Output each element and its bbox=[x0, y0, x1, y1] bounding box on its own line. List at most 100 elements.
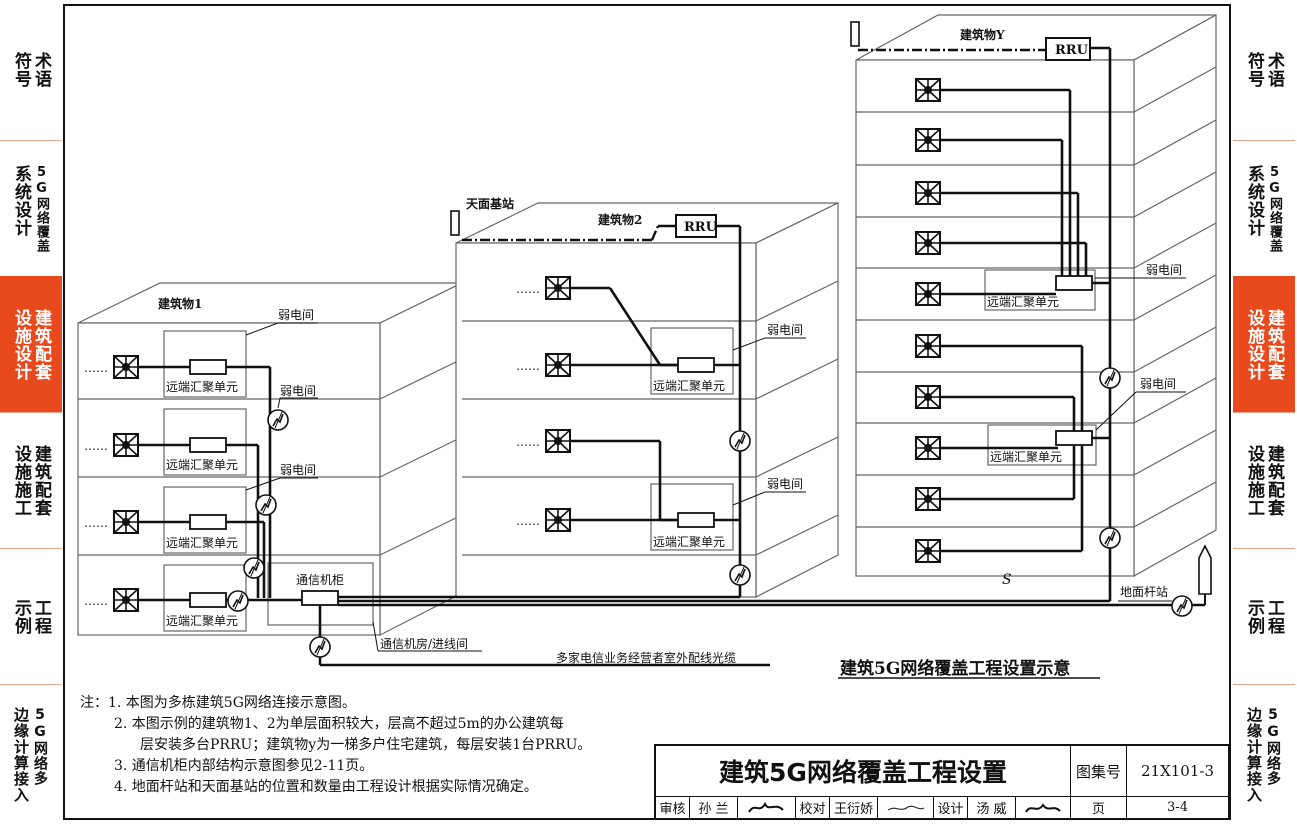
signature-mark bbox=[747, 801, 784, 813]
note-item: 层安装多台PRRU；建筑物y为一梯多户住宅建筑，每层安装1台PRRU。 bbox=[140, 737, 592, 753]
notes-lead: 注： bbox=[80, 695, 108, 711]
side-tab-label: 5G网络覆盖 bbox=[34, 164, 49, 253]
label-remote-unit: 远端汇聚单元 bbox=[653, 379, 725, 393]
label-ground-station: 地面杆站 bbox=[1120, 585, 1168, 599]
side-tab-facility-construction[interactable]: 建筑配套设施施工 bbox=[0, 412, 62, 548]
signature-mark bbox=[887, 805, 924, 811]
side-tab-label: 边缘计算接入 bbox=[12, 706, 30, 803]
label-dots: …… bbox=[84, 439, 108, 453]
label-dots: …… bbox=[84, 361, 108, 375]
side-tab-system-design-right[interactable]: 5G网络覆盖系统设计 bbox=[1233, 140, 1295, 276]
side-tab-label: 符号 bbox=[11, 52, 31, 88]
drawing-title: 建筑5G网络覆盖工程设置 bbox=[656, 746, 1071, 797]
label-remote-unit: 远端汇聚单元 bbox=[990, 450, 1062, 464]
design-label: 设计 bbox=[934, 797, 968, 819]
leader-lines bbox=[245, 277, 1186, 679]
page-number: 3-4 bbox=[1127, 797, 1229, 819]
side-tab-label: 建筑配套 bbox=[1264, 444, 1284, 517]
notes: 注：1. 本图为多栋建筑5G网络连接示意图。 2. 本图示例的建筑物1、2为单层… bbox=[80, 693, 591, 798]
side-tab-edge-computing-right[interactable]: 5G网络多边缘计算接入 bbox=[1233, 684, 1295, 824]
prru-icon bbox=[915, 385, 941, 409]
prru-icon bbox=[915, 334, 941, 358]
label-weak-room: 弱电间 bbox=[767, 477, 803, 491]
label-s-mark: S bbox=[1002, 572, 1012, 588]
label-outdoor-cable: 多家电信业务经营者室外配线光缆 bbox=[556, 650, 736, 665]
fiber-cabling bbox=[138, 46, 1205, 667]
note-item: 1. 本图为多栋建筑5G网络连接示意图。 bbox=[108, 695, 356, 711]
page-label: 页 bbox=[1071, 797, 1127, 819]
side-tab-examples[interactable]: 工程示例 bbox=[0, 548, 62, 684]
label-dots: …… bbox=[516, 359, 540, 373]
side-tab-facility-construction-right[interactable]: 建筑配套设施施工 bbox=[1233, 412, 1295, 548]
side-tab-label: 建筑配套 bbox=[1264, 308, 1284, 381]
side-tab-label: 术语 bbox=[1264, 52, 1284, 88]
side-tab-label: 设施施工 bbox=[1244, 444, 1264, 517]
note-item: 3. 通信机柜内部结构示意图参见2-11页。 bbox=[114, 758, 374, 774]
label-dots: …… bbox=[516, 514, 540, 528]
designer-signature bbox=[1016, 797, 1071, 819]
label-rru: RRU bbox=[1055, 43, 1089, 58]
side-tab-symbols[interactable]: 术语符号 bbox=[0, 0, 62, 140]
side-tab-label: 设施设计 bbox=[1244, 308, 1264, 381]
checker-signature bbox=[878, 797, 934, 819]
side-tab-label: 建筑配套 bbox=[31, 444, 51, 517]
side-tab-label: 设施施工 bbox=[11, 444, 31, 517]
prru-icon bbox=[915, 231, 941, 255]
prru-icon bbox=[545, 508, 571, 532]
prru-icon bbox=[915, 539, 941, 563]
label-comm-cabinet: 通信机柜 bbox=[296, 573, 344, 587]
review-label: 审核 bbox=[656, 797, 690, 819]
label-remote-unit: 远端汇聚单元 bbox=[166, 380, 238, 394]
check-label: 校对 bbox=[796, 797, 830, 819]
label-building-2: 建筑物2 bbox=[597, 212, 642, 227]
building-2 bbox=[455, 202, 839, 598]
building-y bbox=[855, 13, 1217, 578]
prru-icon bbox=[915, 128, 941, 152]
label-rru: RRU bbox=[684, 220, 718, 235]
prru-icon bbox=[915, 436, 941, 460]
side-tab-label: 符号 bbox=[1244, 52, 1264, 88]
prru-icon bbox=[113, 355, 139, 379]
side-tab-system-design[interactable]: 5G网络覆盖系统设计 bbox=[0, 140, 62, 276]
side-tab-facility-design[interactable]: 建筑配套设施设计 bbox=[0, 276, 62, 412]
rru-box-building-y bbox=[1045, 37, 1091, 61]
side-tab-facility-design-right[interactable]: 建筑配套设施设计 bbox=[1233, 276, 1295, 412]
side-tab-edge-computing[interactable]: 5G网络多边缘计算接入 bbox=[0, 684, 62, 824]
label-building-1: 建筑物1 bbox=[157, 296, 202, 311]
prru-icon bbox=[113, 588, 139, 612]
note-item: 2. 本图示例的建筑物1、2为单层面积较大，层高不超过5m的办公建筑每 bbox=[114, 716, 564, 732]
rooftop-antenna-icon bbox=[450, 210, 460, 236]
label-remote-unit: 远端汇聚单元 bbox=[987, 295, 1059, 309]
signature-mark bbox=[1025, 802, 1061, 813]
note-item: 4. 地面杆站和天面基站的位置和数量由工程设计根据实际情况确定。 bbox=[114, 779, 538, 795]
label-weak-room: 弱电间 bbox=[1146, 263, 1182, 277]
side-tab-label: 术语 bbox=[31, 52, 51, 88]
label-remote-unit: 远端汇聚单元 bbox=[166, 458, 238, 472]
rooftop-links bbox=[462, 48, 1046, 242]
label-dots: …… bbox=[516, 435, 540, 449]
prru-icon bbox=[915, 487, 941, 511]
side-tab-label: 建筑配套 bbox=[31, 308, 51, 381]
drawing-frame bbox=[63, 4, 1231, 820]
label-rooftop-station: 天面基站 bbox=[466, 196, 514, 211]
side-tab-symbols-right[interactable]: 术语符号 bbox=[1233, 0, 1295, 140]
label-dots: …… bbox=[84, 594, 108, 608]
label-dots: …… bbox=[516, 282, 540, 296]
side-tab-label: 5G网络多 bbox=[32, 706, 48, 786]
side-tab-label: 设施设计 bbox=[11, 308, 31, 381]
label-weak-room: 弱电间 bbox=[767, 323, 803, 337]
prru-icon bbox=[113, 510, 139, 534]
atlas-label: 图集号 bbox=[1071, 746, 1127, 797]
label-weak-room: 弱电间 bbox=[280, 384, 316, 398]
label-remote-unit: 远端汇聚单元 bbox=[653, 535, 725, 549]
prru-icon bbox=[113, 433, 139, 457]
label-weak-room: 弱电间 bbox=[278, 308, 314, 322]
side-tab-examples-right[interactable]: 工程示例 bbox=[1233, 548, 1295, 684]
side-tab-label: 边缘计算接入 bbox=[1245, 706, 1263, 803]
rru-box-building2 bbox=[675, 214, 717, 238]
label-comm-room: 通信机房/进线间 bbox=[380, 636, 468, 651]
title-block: 建筑5G网络覆盖工程设置 图集号 21X101-3 审核 孙 兰 校对 王衍娇 … bbox=[654, 744, 1229, 819]
side-tab-label: 示例 bbox=[1244, 598, 1264, 635]
label-weak-room: 弱电间 bbox=[280, 463, 316, 477]
